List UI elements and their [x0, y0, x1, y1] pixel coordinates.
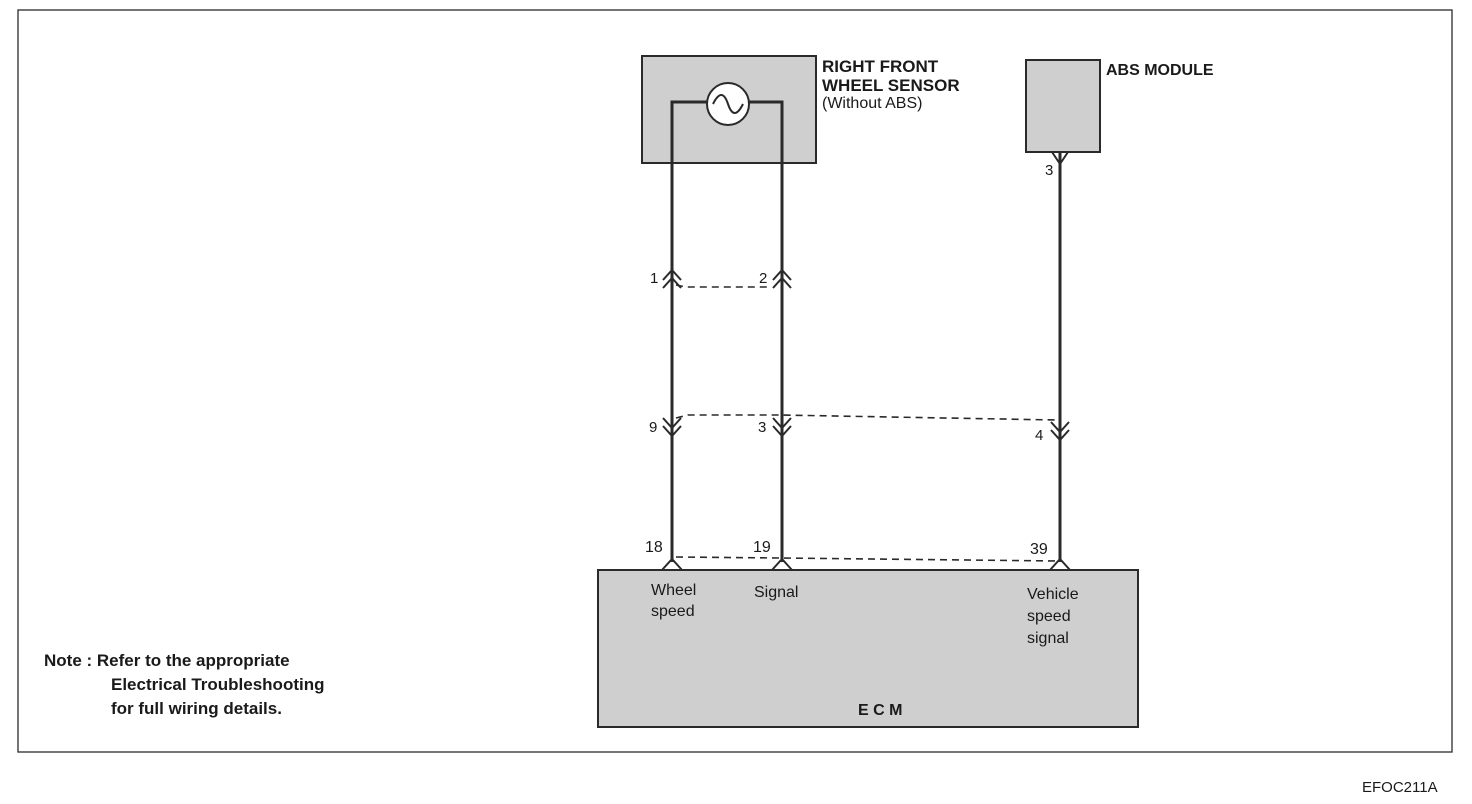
upper-shield-dashed: [675, 284, 770, 288]
connector-9-icon: [662, 417, 682, 438]
sensor-internal-wiring: [670, 100, 784, 150]
middle-shield-dashed: [675, 414, 1057, 421]
ecm-box: [597, 569, 1139, 728]
sensor-subtitle: (Without ABS): [822, 95, 922, 112]
abs-pin-number: 3: [1045, 162, 1053, 179]
connector-3-icon: [772, 417, 792, 438]
ecm-pin-19: 19: [753, 539, 771, 556]
ecm-wheel-label-line2: speed: [651, 603, 695, 620]
abs-module-box: [1025, 59, 1101, 153]
figure-code: EFOC211A: [1362, 779, 1438, 796]
ecm-pin-18-icon: [661, 557, 683, 571]
ecm-title: E C M: [858, 702, 902, 719]
note-line1: Note : Refer to the appropriate: [44, 651, 290, 670]
ecm-pin-19-icon: [771, 557, 793, 571]
abs-module-title: ABS MODULE: [1106, 62, 1214, 79]
abs-pin-connector-icon: [1051, 151, 1069, 166]
wheel-sensor: [641, 55, 817, 164]
diagram-frame: [17, 9, 1453, 753]
connector-9-pin: 9: [649, 419, 657, 436]
ecm-pin-18: 18: [645, 539, 663, 556]
ecm-vehicle-label-line3: signal: [1027, 630, 1069, 647]
connector-2-pin: 2: [759, 270, 767, 287]
sine-wave-icon: [712, 94, 744, 114]
ecm-shield-dashed: [675, 556, 1059, 562]
ecm-vehicle-label-line2: speed: [1027, 608, 1071, 625]
sensor-title-line1: RIGHT FRONT: [822, 57, 939, 76]
ecm-wheel-label-line1: Wheel: [651, 582, 696, 599]
connector-4-pin: 4: [1035, 427, 1043, 444]
connector-2-icon: [772, 268, 792, 289]
connector-4-icon: [1050, 421, 1070, 442]
ecm-signal-label: Signal: [754, 584, 798, 601]
connector-1-pin: 1: [650, 270, 658, 287]
connector-3-pin: 3: [758, 419, 766, 436]
ecm-pin-39: 39: [1030, 541, 1048, 558]
note-line3: for full wiring details.: [111, 699, 282, 718]
sensor-title-line2: WHEEL SENSOR: [822, 76, 960, 95]
ecm-pin-39-icon: [1049, 557, 1071, 571]
ecm-vehicle-label-line1: Vehicle: [1027, 586, 1079, 603]
note-line2: Electrical Troubleshooting: [111, 675, 324, 694]
